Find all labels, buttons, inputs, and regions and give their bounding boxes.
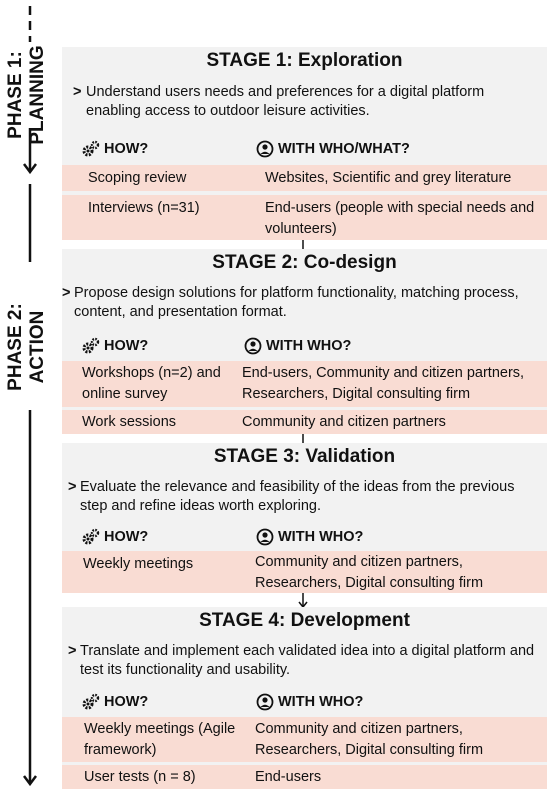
user-circle-icon [244, 337, 262, 355]
row-with: Community and citizen partners [242, 414, 446, 430]
row-how: Workshops (n=2) and online survey [82, 365, 221, 402]
phase2-line2: ACTION [27, 310, 48, 384]
stage-4-how-label: HOW? [104, 694, 149, 710]
phase2-line1: PHASE 2: [5, 303, 26, 391]
stage-1-how-header: HOW? [82, 139, 148, 159]
stage-1-description-text: Understand users needs and preferences f… [86, 84, 485, 119]
stage-2-description: > Propose design solutions for platform … [62, 284, 547, 322]
phase1-line1: PHASE 1: [5, 51, 26, 139]
phase1-line2: PLANNING [27, 45, 48, 145]
stage-3-how-header: HOW? [82, 527, 148, 547]
stage-1-title: STAGE 1: Exploration [206, 50, 403, 71]
user-circle-icon [256, 140, 274, 158]
phase-timeline [23, 6, 37, 787]
stage-2-how-header: HOW? [82, 336, 148, 356]
stage-3-description: > Evaluate the relevance and feasibility… [62, 478, 547, 516]
phase2-label: PHASE 2: ACTION [5, 277, 51, 417]
stage-3-description-text: Evaluate the relevance and feasibility o… [80, 479, 515, 514]
row-with: Community and citizen partners, Research… [255, 721, 484, 758]
row-how: Work sessions [82, 414, 177, 430]
chevron-right-icon: > [73, 84, 82, 100]
phase1-arrowhead [23, 163, 37, 175]
stage-3-panel: STAGE 3: Validation > Evaluate the relev… [62, 443, 547, 593]
row-how: Scoping review [88, 170, 187, 186]
stage-2-how-label: HOW? [104, 338, 149, 354]
row-how: User tests (n = 8) [84, 769, 196, 785]
phase2-arrowhead [23, 775, 37, 787]
chevron-right-icon: > [68, 643, 77, 659]
stage-1-panel: STAGE 1: Exploration > Understand users … [62, 47, 547, 240]
row-with: End-users (people with special needs and… [265, 200, 535, 237]
stage-3-title: STAGE 3: Validation [213, 446, 396, 467]
phase1-label: PHASE 1: PLANNING [5, 45, 51, 145]
stage-4-how-header: HOW? [82, 692, 148, 712]
chevron-right-icon: > [68, 479, 77, 495]
gears-icon [82, 337, 100, 354]
stage-4-title: STAGE 4: Development [199, 610, 410, 631]
stage-1-description: > Understand users needs and preferences… [62, 83, 547, 121]
table-row: Workshops (n=2) and online survey End-us… [62, 361, 547, 407]
gears-icon [82, 693, 100, 710]
stage-3-with-label: WITH WHO? [278, 529, 364, 545]
user-circle-icon [256, 693, 274, 711]
row-how: Weekly meetings [83, 556, 194, 572]
table-row: Interviews (n=31) End-users (people with… [62, 195, 547, 240]
stage-2-title: STAGE 2: Co-design [212, 252, 397, 273]
table-row: Scoping review Websites, Scientific and … [62, 165, 547, 191]
stage-1-with-label: WITH WHO/WHAT? [278, 141, 410, 157]
stage-1-with-header: WITH WHO/WHAT? [256, 139, 410, 159]
row-with: End-users, Community and citizen partner… [242, 365, 525, 402]
stage-4-with-label: WITH WHO? [278, 694, 364, 710]
table-row: User tests (n = 8) End-users [62, 765, 547, 789]
gears-icon [82, 140, 100, 157]
stage-2-with-label: WITH WHO? [266, 338, 352, 354]
stage-2-description-text: Propose design solutions for platform fu… [74, 285, 519, 320]
stage-3-with-header: WITH WHO? [256, 527, 363, 547]
gears-icon [82, 528, 100, 545]
table-row: Weekly meetings (Agile framework) Commun… [62, 717, 547, 762]
stage-4-description-text: Translate and implement each validated i… [80, 643, 535, 678]
stage-2-with-header: WITH WHO? [244, 336, 351, 356]
table-row: Work sessions Community and citizen part… [62, 410, 547, 434]
chevron-right-icon: > [62, 285, 71, 301]
row-with: End-users [255, 769, 322, 785]
row-how: Interviews (n=31) [88, 200, 200, 216]
user-circle-icon [256, 528, 274, 546]
row-with: Community and citizen partners, Research… [255, 554, 484, 591]
stage-4-with-header: WITH WHO? [256, 692, 363, 712]
stage-4-description: > Translate and implement each validated… [62, 642, 547, 680]
stage-2-panel: STAGE 2: Co-design > Propose design solu… [62, 249, 547, 434]
row-how: Weekly meetings (Agile framework) [84, 721, 236, 758]
table-row: Weekly meetings Community and citizen pa… [62, 551, 547, 593]
stage-4-panel: STAGE 4: Development > Translate and imp… [62, 607, 547, 789]
row-with: Websites, Scientific and grey literature [265, 170, 512, 186]
stage-1-how-label: HOW? [104, 141, 149, 157]
stage-3-how-label: HOW? [104, 529, 149, 545]
